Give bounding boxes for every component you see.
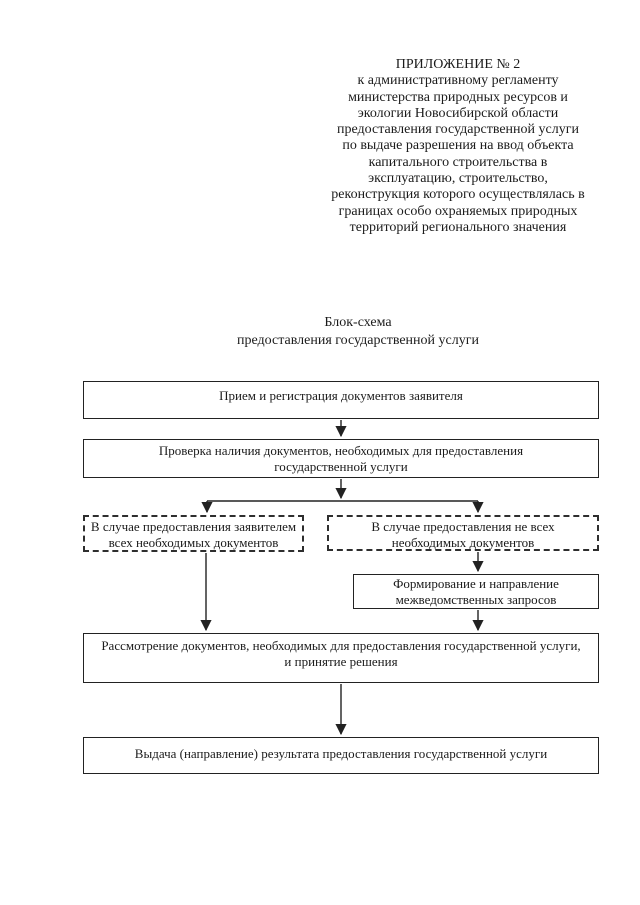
- flow-box-line: межведомственных запросов: [395, 592, 557, 607]
- appendix-header-line: ПРИЛОЖЕНИЕ № 2: [395, 57, 521, 72]
- flow-box-review-decision: Рассмотрение документов, необходимых для…: [83, 633, 599, 683]
- flow-box-line: Прием и регистрация документов заявителя: [219, 388, 463, 403]
- appendix-header-line: капитального строительства в: [368, 154, 548, 170]
- appendix-header-line: предоставления государственной услуги: [337, 122, 579, 138]
- flow-box-check-documents: Проверка наличия документов, необходимых…: [83, 439, 599, 478]
- flow-box-receive-documents: Прием и регистрация документов заявителя: [83, 381, 599, 419]
- flow-box-line: и принятие решения: [284, 654, 398, 669]
- diagram-title-line: Блок-схема: [324, 315, 392, 330]
- appendix-header-line: реконструкция которого осуществлялась в: [331, 187, 585, 203]
- appendix-header-line: по выдаче разрешения на ввод объекта: [342, 138, 574, 154]
- appendix-header-line: территорий регионального значения: [349, 219, 567, 235]
- flow-box-line: Рассмотрение документов, необходимых для…: [101, 638, 581, 653]
- flow-box-not-all-documents-case: В случае предоставления не всех необходи…: [327, 515, 599, 551]
- appendix-header-line: экологии Новосибирской области: [357, 105, 559, 121]
- appendix-header-line: к административному регламенту: [357, 73, 559, 89]
- flow-box-line: необходимых документов: [391, 535, 535, 550]
- appendix-header-line: эксплуатацию, строительство,: [368, 171, 548, 187]
- diagram-title-line: предоставления государственной услуги: [237, 332, 479, 348]
- diagram-title: Блок-схема предоставления государственно…: [76, 314, 640, 349]
- flow-box-line: Проверка наличия документов, необходимых…: [158, 443, 524, 458]
- appendix-header: ПРИЛОЖЕНИЕ № 2 к административному регла…: [283, 57, 633, 236]
- flow-box-line: В случае предоставления заявителем: [90, 519, 297, 534]
- flow-box-line: Формирование и направление: [393, 576, 559, 591]
- flow-box-line: государственной услуги: [274, 459, 408, 474]
- appendix-header-line: границах особо охраняемых природных: [338, 203, 578, 219]
- flow-box-issue-result: Выдача (направление) результата предоста…: [83, 737, 599, 774]
- flow-box-all-documents-case: В случае предоставления заявителем всех …: [83, 515, 304, 552]
- flow-box-line: Выдача (направление) результата предоста…: [134, 746, 548, 761]
- appendix-header-line: министерства природных ресурсов и: [348, 89, 568, 105]
- flow-box-interagency-requests: Формирование и направление межведомствен…: [353, 574, 599, 609]
- flow-box-line: В случае предоставления не всех: [371, 519, 555, 534]
- flow-box-line: всех необходимых документов: [108, 535, 279, 550]
